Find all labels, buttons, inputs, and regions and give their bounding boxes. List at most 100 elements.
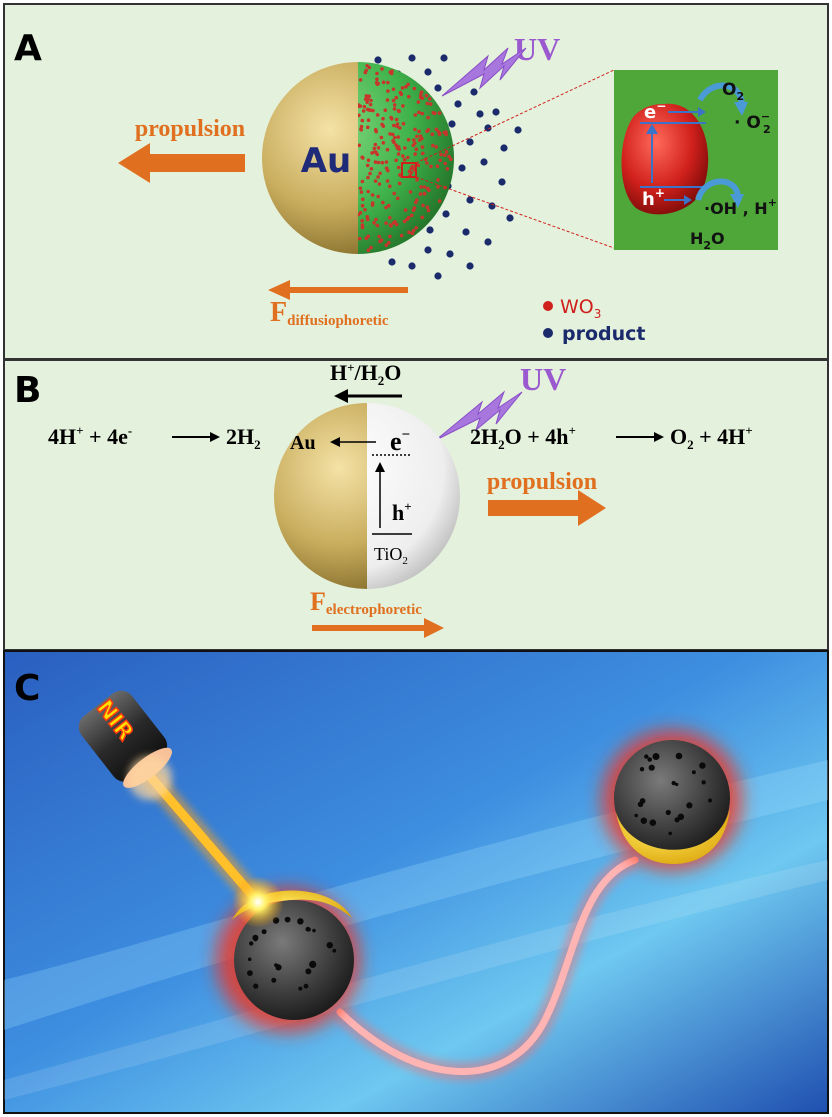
- wo3-dot: [360, 203, 365, 208]
- photocatalysis-inset: e− h+ O2 · O−2 ·OH , H+ H2O: [614, 70, 778, 252]
- wo3-dot: [412, 86, 417, 91]
- pore: [298, 986, 303, 991]
- wo3-dot: [431, 143, 435, 148]
- wo3-dot: [363, 70, 368, 75]
- wo3-dot: [360, 218, 365, 223]
- wo3-dot: [420, 215, 425, 220]
- product-dot: [408, 262, 416, 270]
- wo3-dot: [360, 179, 365, 184]
- wo3-dot: [380, 122, 384, 127]
- product-dot: [476, 110, 484, 118]
- light-streak-2: [4, 860, 828, 1100]
- wo3-dot: [431, 111, 436, 115]
- wo3-dot: [384, 221, 388, 225]
- wo3-dot: [388, 215, 392, 220]
- oxidation-equation: 2H2O + 4h+: [470, 423, 576, 452]
- pore: [305, 968, 312, 975]
- wo3-dot: [395, 124, 399, 129]
- product-dot: [388, 258, 396, 266]
- wo3-dot: [401, 121, 406, 126]
- wo3-dot: [406, 155, 410, 160]
- wo3-dot: [376, 175, 380, 179]
- h-h2o-label: H+/H2O: [330, 360, 401, 388]
- pore: [671, 780, 676, 786]
- wo3-dot: [439, 152, 443, 157]
- product-dot: [424, 68, 432, 76]
- pore: [253, 983, 259, 989]
- wo3-dot: [361, 156, 365, 160]
- panel-c: C NIR: [3, 650, 829, 1114]
- wo3-dot: [381, 80, 386, 85]
- wo3-dot: [374, 129, 379, 134]
- wo3-dot: [384, 205, 388, 210]
- wo3-dot: [368, 102, 373, 107]
- reduction-equation: 4H+ + 4e-: [48, 423, 132, 449]
- wo3-dot: [366, 175, 370, 180]
- pore: [665, 809, 671, 816]
- wo3-dot: [389, 70, 393, 75]
- zoom-line-top: [415, 69, 615, 164]
- wo3-dot: [366, 125, 370, 130]
- pore: [309, 960, 317, 969]
- wo3-dot: [375, 152, 380, 157]
- wo3-dot: [443, 161, 448, 166]
- wo3-dot: [373, 142, 378, 147]
- wo3-dot: [421, 203, 425, 208]
- inset-hole: h+: [642, 186, 665, 210]
- wo3-dot: [437, 199, 442, 203]
- product-dot: [448, 120, 456, 128]
- wo3-dot: [422, 191, 427, 196]
- product-dot: [500, 144, 508, 152]
- product-dot: [454, 100, 462, 108]
- wo3-dot: [369, 167, 374, 171]
- pore: [634, 813, 638, 818]
- wo3-dot: [364, 94, 369, 98]
- wo3-dot: [380, 67, 384, 71]
- wo3-dot: [406, 137, 411, 142]
- product-dot: [442, 210, 450, 218]
- wo3-dot: [388, 132, 392, 136]
- wo3-dot: [411, 228, 416, 233]
- wo3-dot: [379, 135, 384, 140]
- product-dot: [480, 158, 488, 166]
- wo3-dot: [436, 185, 440, 189]
- product-dot: [498, 178, 506, 186]
- wo3-dot: [381, 116, 385, 121]
- electron-transfer-arrowhead: [698, 107, 706, 117]
- micromotor-end: [602, 730, 742, 870]
- wo3-dot: [359, 190, 364, 194]
- electrophoretic-label: Felectrophoretic: [310, 587, 422, 618]
- reduction-arrowhead: [734, 102, 748, 116]
- wo3-dot: [418, 192, 423, 196]
- wo3-dot: [445, 167, 450, 171]
- product-dot: [506, 214, 514, 222]
- inset-o2: O2: [722, 80, 744, 103]
- wo3-dot: [368, 108, 373, 112]
- wo3-dot: [375, 71, 379, 76]
- pore: [271, 977, 277, 983]
- oxidation-equation-arrowhead: [654, 432, 664, 442]
- wo3-dot: [392, 135, 397, 140]
- wo3-dot: [403, 146, 407, 150]
- pore: [640, 817, 647, 824]
- product-dot: [514, 126, 522, 134]
- wo3-dot: [380, 160, 385, 165]
- panel-c-letter: C: [14, 668, 40, 709]
- wo3-dot: [397, 181, 402, 186]
- legend-wo3-label: WO3: [560, 296, 601, 321]
- wo3-dot: [358, 104, 360, 109]
- wo3-dot: [374, 217, 378, 222]
- wo3-dot: [384, 243, 389, 247]
- pore: [253, 937, 258, 942]
- wo3-dot: [426, 115, 430, 120]
- wo3-dot: [405, 217, 409, 222]
- wo3-dot: [413, 152, 418, 156]
- panel-b-letter: B: [14, 370, 41, 411]
- wo3-dot: [358, 143, 362, 148]
- product-dot: [462, 228, 470, 236]
- pore: [708, 798, 712, 803]
- wo3-dot: [377, 182, 382, 186]
- pore: [699, 762, 706, 769]
- wo3-dot: [415, 198, 419, 202]
- wo3-dot: [419, 90, 424, 94]
